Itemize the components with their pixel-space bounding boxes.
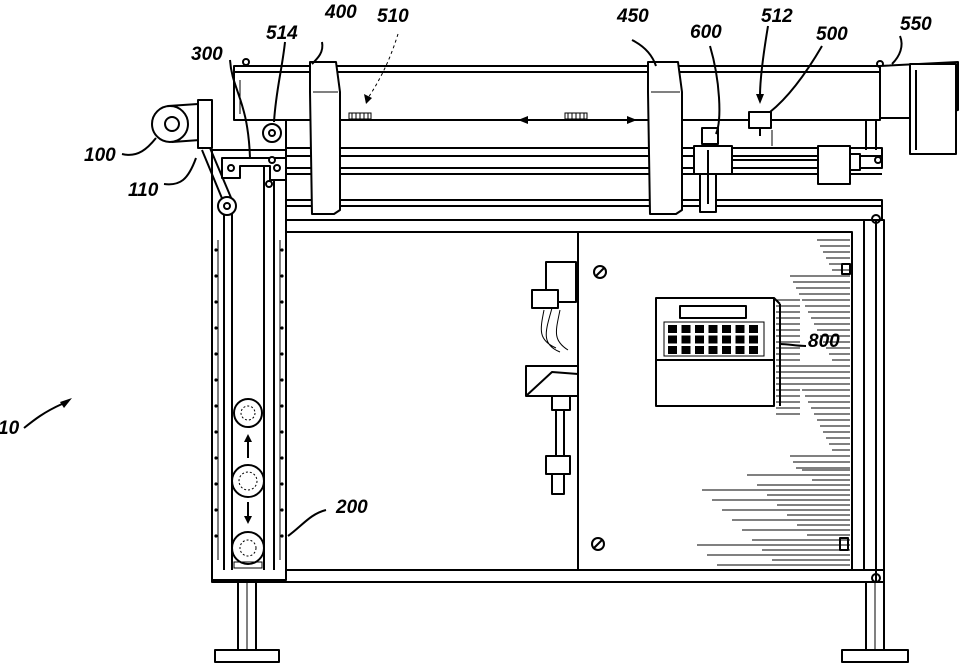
feed-roll-100	[152, 100, 212, 148]
rivet	[280, 326, 283, 329]
keypad-key	[722, 325, 731, 333]
rivet	[280, 508, 283, 511]
rivet	[280, 482, 283, 485]
keypad-key	[682, 336, 691, 344]
rivet	[214, 508, 217, 511]
rivet	[214, 482, 217, 485]
ref-800: 800	[808, 331, 840, 352]
keypad-key	[695, 346, 704, 354]
rivet	[280, 274, 283, 277]
rivet	[280, 300, 283, 303]
keypad-key	[749, 346, 758, 354]
keypad-key	[736, 325, 745, 333]
keypad-key	[736, 336, 745, 344]
rivet	[280, 248, 283, 251]
rivet	[214, 248, 217, 251]
ref-400: 400	[324, 2, 357, 23]
rivet	[214, 456, 217, 459]
rivet	[280, 456, 283, 459]
keypad-key	[709, 325, 718, 333]
keypad-key	[749, 336, 758, 344]
sensor-500	[749, 112, 772, 146]
ref-514: 514	[266, 23, 298, 44]
controller-keypad	[668, 325, 758, 354]
left-leg	[215, 580, 279, 662]
ref-110: 110	[128, 180, 159, 201]
keypad-key	[668, 336, 677, 344]
ref-500: 500	[816, 24, 848, 45]
rivet	[214, 534, 217, 537]
rivet	[214, 274, 217, 277]
right-leg	[842, 580, 908, 662]
clamp-400	[310, 62, 340, 214]
keypad-key	[682, 346, 691, 354]
rivet	[280, 430, 283, 433]
center-mechanism	[286, 232, 578, 570]
keypad-key	[695, 336, 704, 344]
keypad-key	[722, 346, 731, 354]
rivet	[214, 352, 217, 355]
keypad-key	[709, 336, 718, 344]
ref-510: 510	[377, 6, 409, 27]
ref-600: 600	[690, 22, 722, 43]
rivet	[214, 430, 217, 433]
ref-200: 200	[335, 497, 368, 518]
ref-450: 450	[616, 6, 649, 27]
clamp-450	[648, 62, 682, 214]
ref-100: 100	[84, 145, 116, 166]
rivet	[280, 378, 283, 381]
keypad-key	[695, 325, 704, 333]
rivet	[214, 300, 217, 303]
keypad-key	[668, 346, 677, 354]
keypad-key	[736, 346, 745, 354]
rivet	[280, 534, 283, 537]
keypad-key	[682, 325, 691, 333]
ref-10: 10	[0, 418, 20, 439]
rivet	[214, 404, 217, 407]
top-beam-550	[234, 59, 958, 154]
ref-550: 550	[900, 14, 932, 35]
keypad-key	[722, 336, 731, 344]
ref-300: 300	[191, 44, 223, 65]
rail-track	[286, 120, 882, 223]
rivet	[280, 352, 283, 355]
keypad-key	[709, 346, 718, 354]
rivet	[280, 404, 283, 407]
rivet	[214, 378, 217, 381]
rivet	[214, 326, 217, 329]
keypad-key	[749, 325, 758, 333]
keypad-key	[668, 325, 677, 333]
ref-512: 512	[761, 6, 793, 27]
controller-800	[656, 298, 780, 406]
